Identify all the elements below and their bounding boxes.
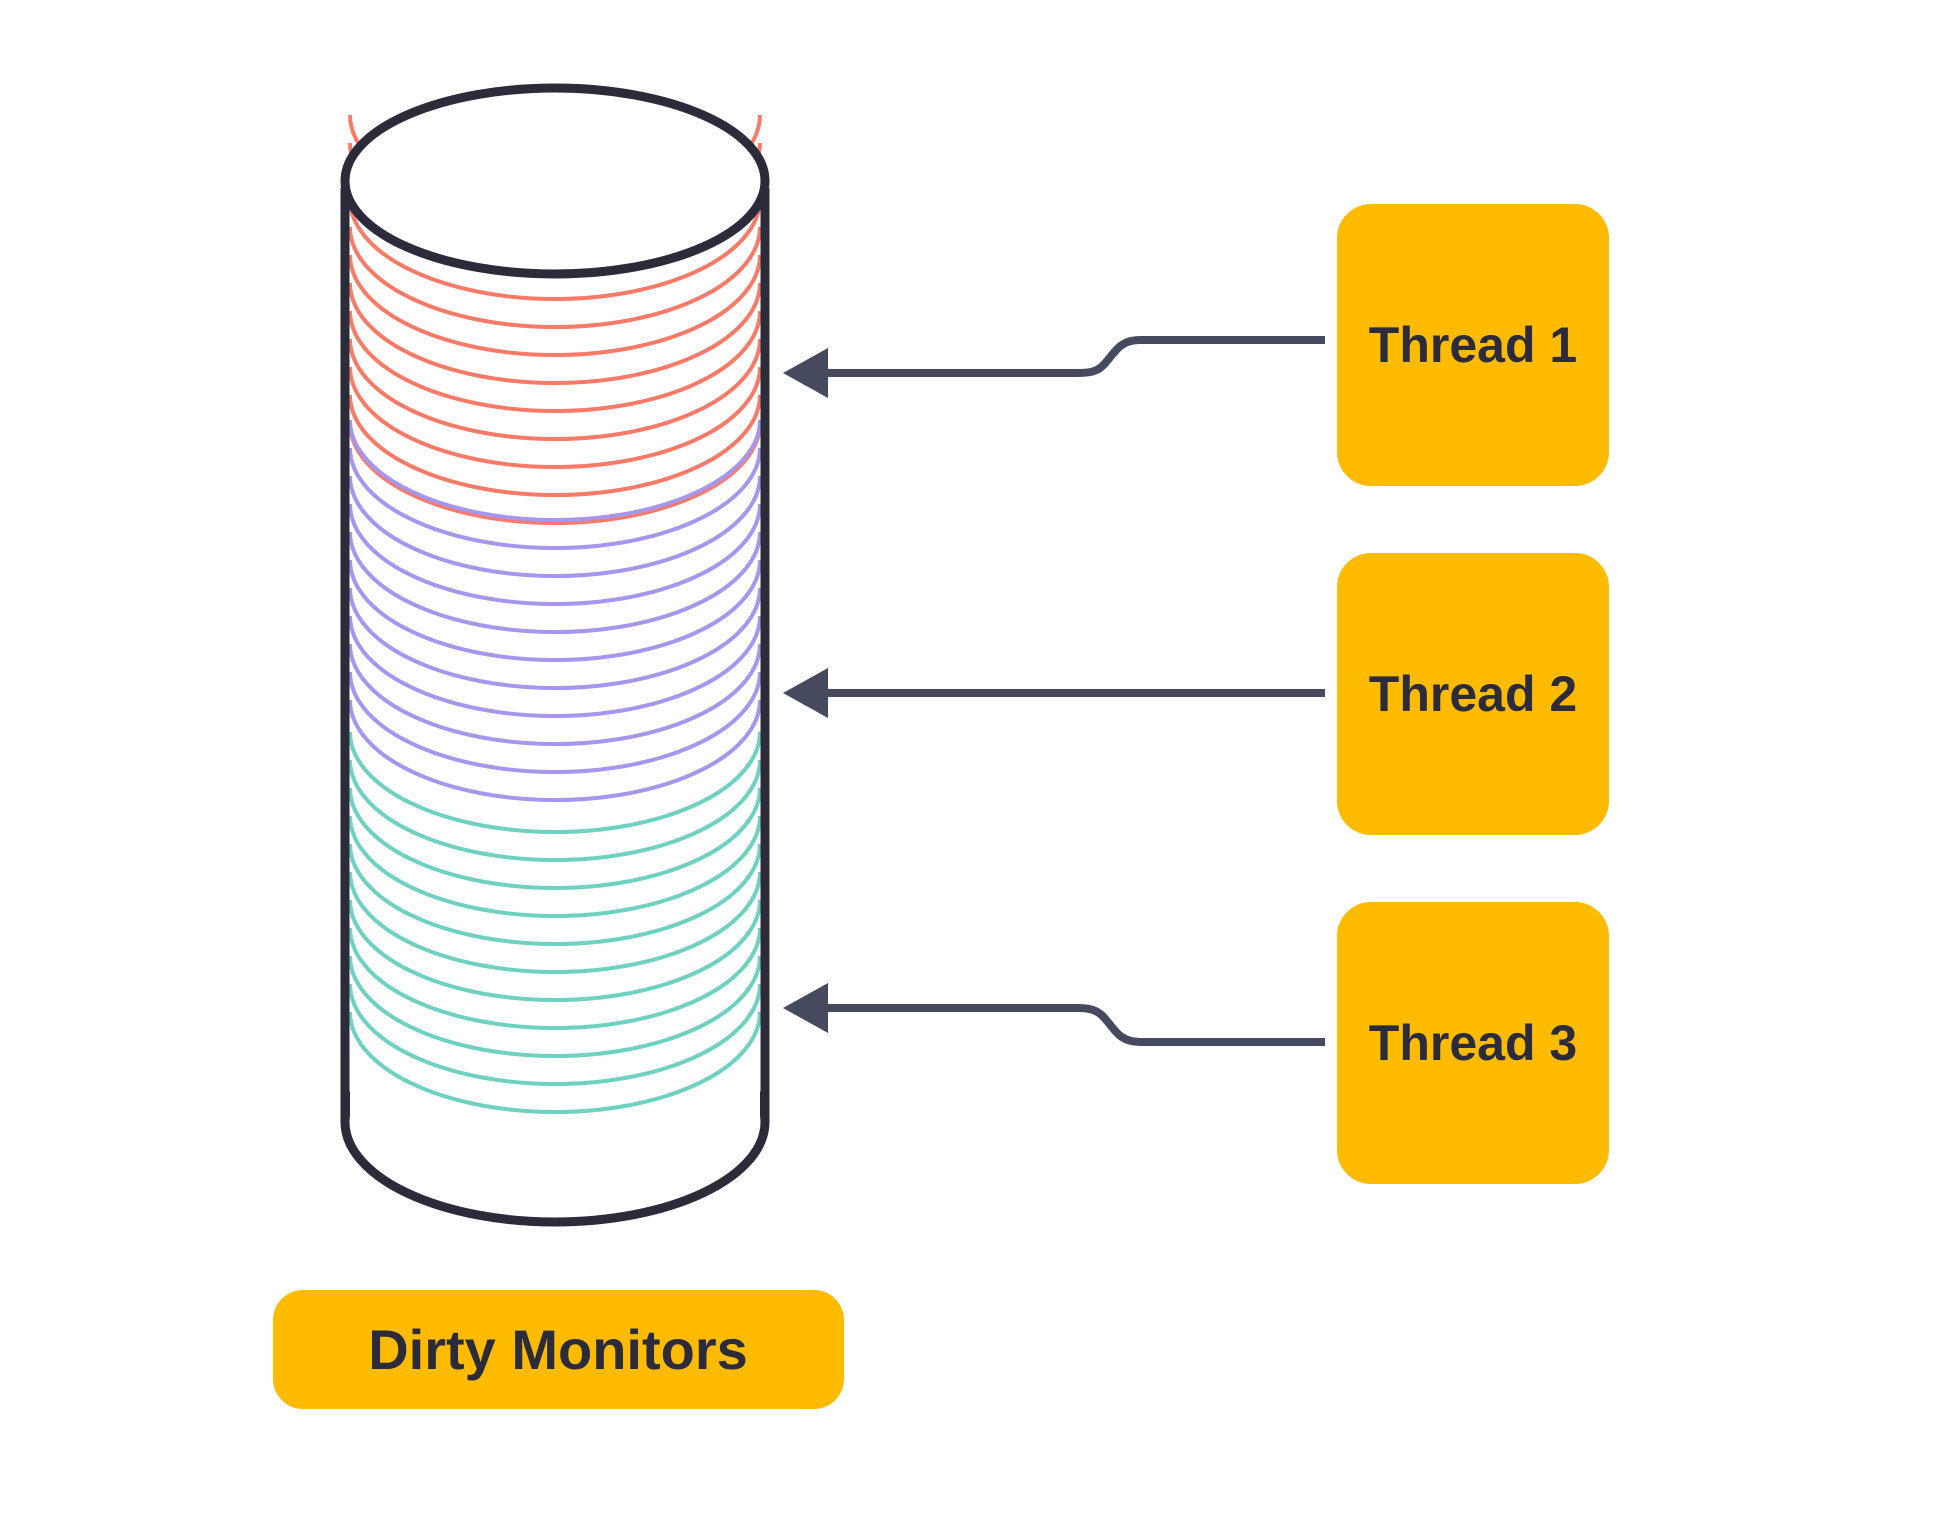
thread-3-monitor-ring bbox=[348, 1011, 762, 1114]
thread-2-monitor-ring bbox=[348, 699, 762, 802]
thread-1-monitor-ring bbox=[348, 226, 762, 329]
thread-1-monitor-ring bbox=[348, 282, 762, 385]
thread-1-monitor-ring bbox=[348, 338, 762, 441]
thread-3-monitor-ring bbox=[348, 815, 762, 918]
thread-2-monitor-ring bbox=[348, 531, 762, 634]
thread-1-monitor-ring bbox=[348, 422, 762, 525]
thread-1-monitor-ring bbox=[348, 394, 762, 497]
thread-2-box-bg bbox=[1337, 553, 1609, 835]
thread-3-label: Thread 3 bbox=[1369, 1015, 1577, 1071]
thread-2-monitor-ring bbox=[348, 475, 762, 578]
thread-1-box: Thread 1 bbox=[1337, 204, 1609, 486]
thread-arrows bbox=[783, 336, 1325, 1046]
thread-3-monitor-ring bbox=[348, 983, 762, 1086]
thread-1-monitor-ring bbox=[348, 198, 762, 301]
thread-1-arrowhead bbox=[783, 348, 828, 398]
thread-3-monitor-ring bbox=[348, 899, 762, 1002]
thread-2-label: Thread 2 bbox=[1369, 666, 1577, 722]
thread-2-box: Thread 2 bbox=[1337, 553, 1609, 835]
thread-1-label: Thread 1 bbox=[1369, 317, 1577, 373]
dirty-monitors-label: Dirty Monitors bbox=[368, 1318, 748, 1381]
thread-2-monitor-ring bbox=[348, 447, 762, 550]
thread-3-box-bg bbox=[1337, 902, 1609, 1184]
thread-1-arrow-line bbox=[815, 336, 1325, 377]
thread-3-monitor-ring bbox=[348, 759, 762, 862]
dirty-monitors-box-bg bbox=[273, 1290, 844, 1409]
thread-3-monitor-ring bbox=[348, 927, 762, 1030]
thread-2-monitor-ring bbox=[348, 615, 762, 718]
thread-2-monitor-ring bbox=[348, 587, 762, 690]
cylinder-top bbox=[340, 83, 770, 279]
dirty-monitors-box: Dirty Monitors bbox=[273, 1290, 844, 1409]
thread-3-monitor-ring bbox=[348, 787, 762, 890]
thread-1-box-bg bbox=[1337, 204, 1609, 486]
thread-2-monitor-ring bbox=[348, 671, 762, 774]
thread-2-arrowhead bbox=[783, 668, 828, 718]
thread-1-monitor-ring bbox=[348, 254, 762, 357]
thread-2-monitor-ring bbox=[348, 559, 762, 662]
dirty-monitors-cylinder bbox=[340, 83, 770, 1227]
thread-3-monitor-ring bbox=[348, 731, 762, 834]
thread-3-monitor-ring bbox=[348, 843, 762, 946]
thread-3-monitor-ring bbox=[348, 871, 762, 974]
thread-3-arrow-line bbox=[815, 1004, 1325, 1046]
thread-3-monitor-ring bbox=[348, 955, 762, 1058]
thread-1-monitor-ring bbox=[348, 366, 762, 469]
thread-2-monitor-ring bbox=[348, 643, 762, 746]
thread-3-arrowhead bbox=[783, 983, 828, 1033]
thread-2-monitor-ring bbox=[348, 503, 762, 606]
thread-2-monitor-ring bbox=[348, 419, 762, 522]
thread-1-monitor-ring bbox=[348, 310, 762, 413]
thread-3-box: Thread 3 bbox=[1337, 902, 1609, 1184]
